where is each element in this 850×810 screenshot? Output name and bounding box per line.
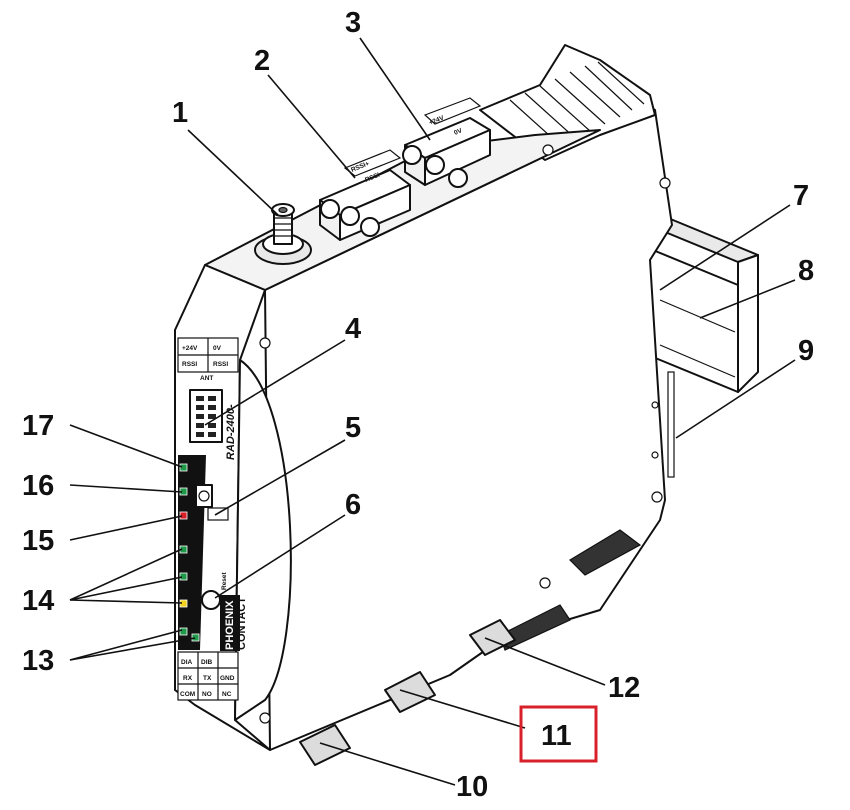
callout-8: 8 [798, 255, 814, 287]
bottom-gnd-label: GND [220, 675, 235, 682]
bottom-nc-label: NC [222, 691, 232, 698]
leader-3 [359, 37, 431, 141]
power-terminal-block: +24V 0V [402, 97, 491, 188]
face-power-neg-label: 0V [213, 345, 222, 352]
leader-1 [187, 129, 279, 216]
top-power-neg-label: 0V [453, 127, 464, 137]
callout-7: 7 [793, 180, 809, 212]
face-rssi-neg-label: RSSI [213, 361, 228, 368]
brand-line2: CONTACT [236, 597, 248, 650]
leader-5 [214, 439, 346, 516]
callout-labels: 1 2 3 4 5 6 7 8 9 10 11 12 13 14 15 16 1… [22, 7, 814, 803]
led-14b [179, 572, 188, 581]
leader-14c [69, 599, 183, 604]
top-ribs [509, 61, 645, 146]
front-panel: +24V 0V RSSI RSSI ANT RAD-2400- [177, 337, 248, 701]
callout-10: 10 [456, 771, 488, 803]
leader-6 [214, 514, 346, 599]
model-label: RAD-2400- [225, 404, 237, 460]
callout-1: 1 [172, 97, 188, 129]
reset-label: Reset [221, 571, 228, 590]
leader-17 [69, 424, 183, 468]
leader-8 [699, 279, 796, 319]
callout-9: 9 [798, 335, 814, 367]
face-rssi-pos-label: RSSI [182, 361, 197, 368]
leader-13a [69, 629, 183, 661]
led-15 [179, 511, 188, 520]
leader-14b [69, 576, 183, 601]
leader-12 [484, 637, 606, 686]
bottom-com-label: COM [180, 691, 195, 698]
bottom-no-label: NO [202, 691, 212, 698]
callout-4: 4 [345, 313, 361, 345]
leader-13b [69, 637, 196, 661]
callout-2: 2 [254, 45, 270, 77]
antenna-connector [254, 203, 312, 265]
led-13b [191, 633, 200, 642]
callout-17: 17 [22, 410, 54, 442]
callout-6: 6 [345, 489, 361, 521]
leader-lines [69, 37, 796, 786]
leader-15 [69, 515, 183, 541]
callout-16: 16 [22, 470, 54, 502]
bottom-dia-label: DIA [181, 659, 193, 666]
callout-5: 5 [345, 412, 361, 444]
leader-7 [659, 204, 791, 291]
face-power-pos-label: +24V [182, 345, 198, 352]
led-17 [179, 463, 188, 472]
callout-12: 12 [608, 672, 640, 704]
callout-3: 3 [345, 7, 361, 39]
bottom-rx-label: RX [183, 675, 193, 682]
leader-10 [319, 742, 456, 786]
antenna-label: ANT [200, 375, 213, 382]
leader-14a [69, 548, 183, 601]
leader-4 [204, 339, 346, 426]
dip-switches [196, 396, 216, 437]
bottom-tx-label: TX [203, 675, 212, 682]
callout-15: 15 [22, 525, 54, 557]
callout-13: 13 [22, 645, 54, 677]
highlight-box-11 [519, 705, 598, 763]
callout-14: 14 [22, 585, 54, 617]
din-rail [647, 217, 759, 393]
led-13a [179, 627, 188, 636]
rssi-terminal-block: RSSI+ RSSI- [319, 149, 411, 241]
leader-11 [399, 689, 526, 729]
leader-9 [675, 359, 796, 439]
leader-2 [267, 74, 356, 179]
bottom-dib-label: DIB [201, 659, 213, 666]
brand-line1: PHOENIX [224, 600, 236, 650]
leader-16 [69, 484, 183, 493]
callout-11: 11 [541, 720, 572, 752]
